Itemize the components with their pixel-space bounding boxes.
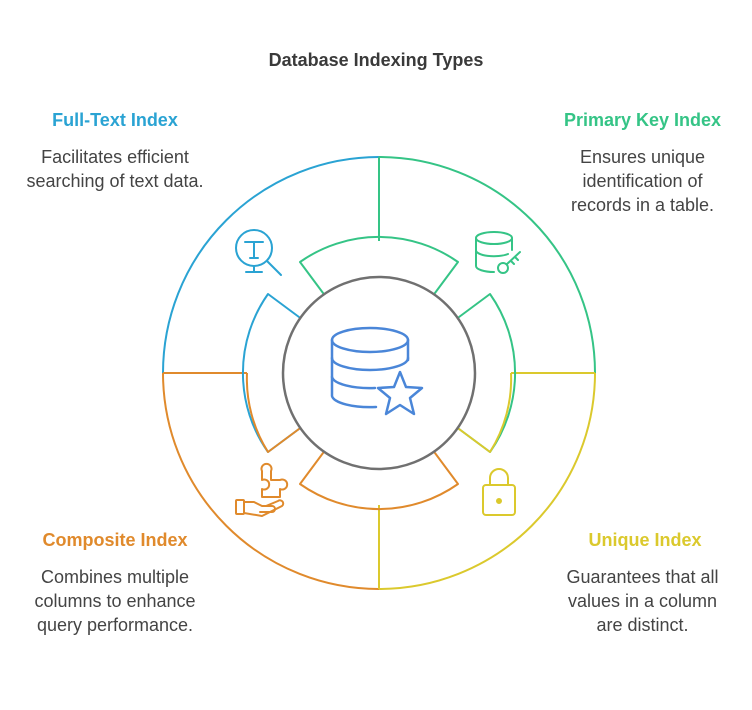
unique-heading: Unique Index	[588, 530, 702, 550]
lock-icon	[482, 468, 516, 516]
diagram-title: Database Indexing Types	[268, 50, 484, 70]
outer-arc-primary-key	[378, 156, 596, 374]
unique-description: Guarantees that all values in a column a…	[566, 567, 719, 635]
outer-arc-unique	[378, 372, 596, 590]
composite-heading: Composite Index	[42, 530, 188, 550]
database-key-icon	[475, 231, 521, 274]
database-star-icon	[330, 326, 424, 416]
primary-key-description: Ensures unique identification of records…	[570, 147, 715, 215]
outer-arc-composite	[162, 372, 380, 590]
full-text-description: Facilitates efficient searching of text …	[26, 147, 204, 191]
puzzle-hand-icon	[235, 462, 289, 517]
full-text-heading: Full-Text Index	[52, 110, 178, 130]
text-search-icon	[235, 229, 282, 276]
center-circle	[281, 275, 477, 471]
primary-key-heading: Primary Key Index	[563, 110, 722, 130]
outer-arc-full-text	[162, 156, 380, 374]
composite-description: Combines multiple columns to enhance que…	[34, 567, 196, 635]
